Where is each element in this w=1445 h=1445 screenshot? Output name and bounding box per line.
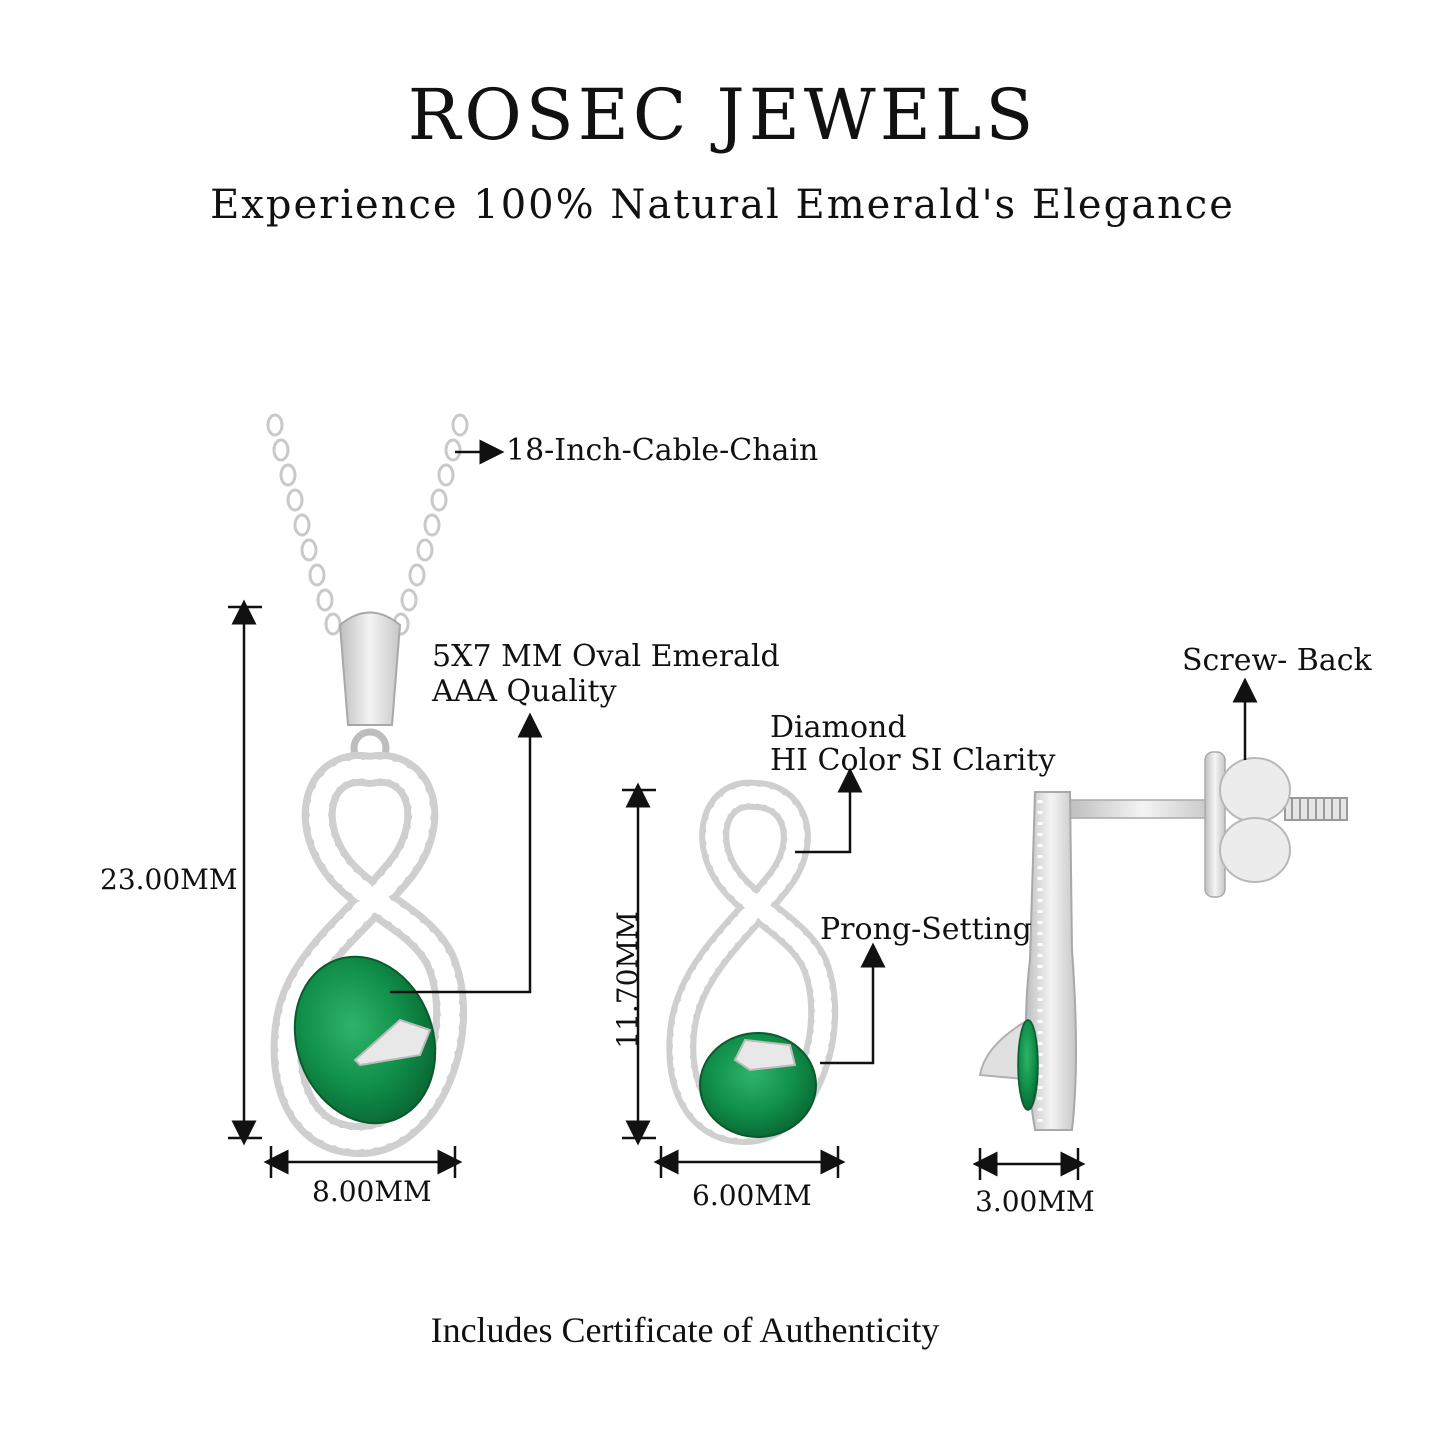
stone-label-line1: 5X7 MM Oval Emerald [432,639,780,674]
tagline: Experience 100% Natural Emerald's Elegan… [210,182,1235,228]
earring-depth-label: 3.00MM [975,1185,1095,1218]
diamond-arrow [795,767,863,854]
pendant-height-label: 23.00MM [100,863,238,896]
diamond-label-line2: HI Color SI Clarity [770,743,1056,778]
earring-height-label: 11.70MM [611,911,644,1049]
earring-width-label: 6.00MM [692,1179,812,1212]
earring-depth-dimension [972,1148,1086,1180]
pendant-chain [266,413,469,636]
stone-label-line2: AAA Quality [432,674,617,709]
brand-title: ROSEC JEWELS [407,74,1038,156]
pendant-width-label: 8.00MM [312,1175,432,1208]
pendant-infinity [270,751,468,1157]
certificate-note: Includes Certificate of Authenticity [430,1310,940,1350]
prong-arrow [820,942,886,1065]
earring-emerald [699,1032,817,1138]
pendant-width-dimension [263,1146,463,1178]
prong-setting-label: Prong-Setting [820,912,1032,947]
pendant-height-dimension [228,599,262,1146]
diamond-label-line1: Diamond [770,710,907,745]
screw-back-label: Screw- Back [1182,643,1372,678]
pendant-emerald [293,955,437,1125]
pendant-bail [338,611,402,768]
chain-label: 18-Inch-Cable-Chain [506,433,819,468]
earring-width-dimension [653,1146,846,1178]
earring-height-dimension [622,782,656,1146]
earring-side-view [978,751,1348,1131]
emerald-arrow [390,712,543,994]
